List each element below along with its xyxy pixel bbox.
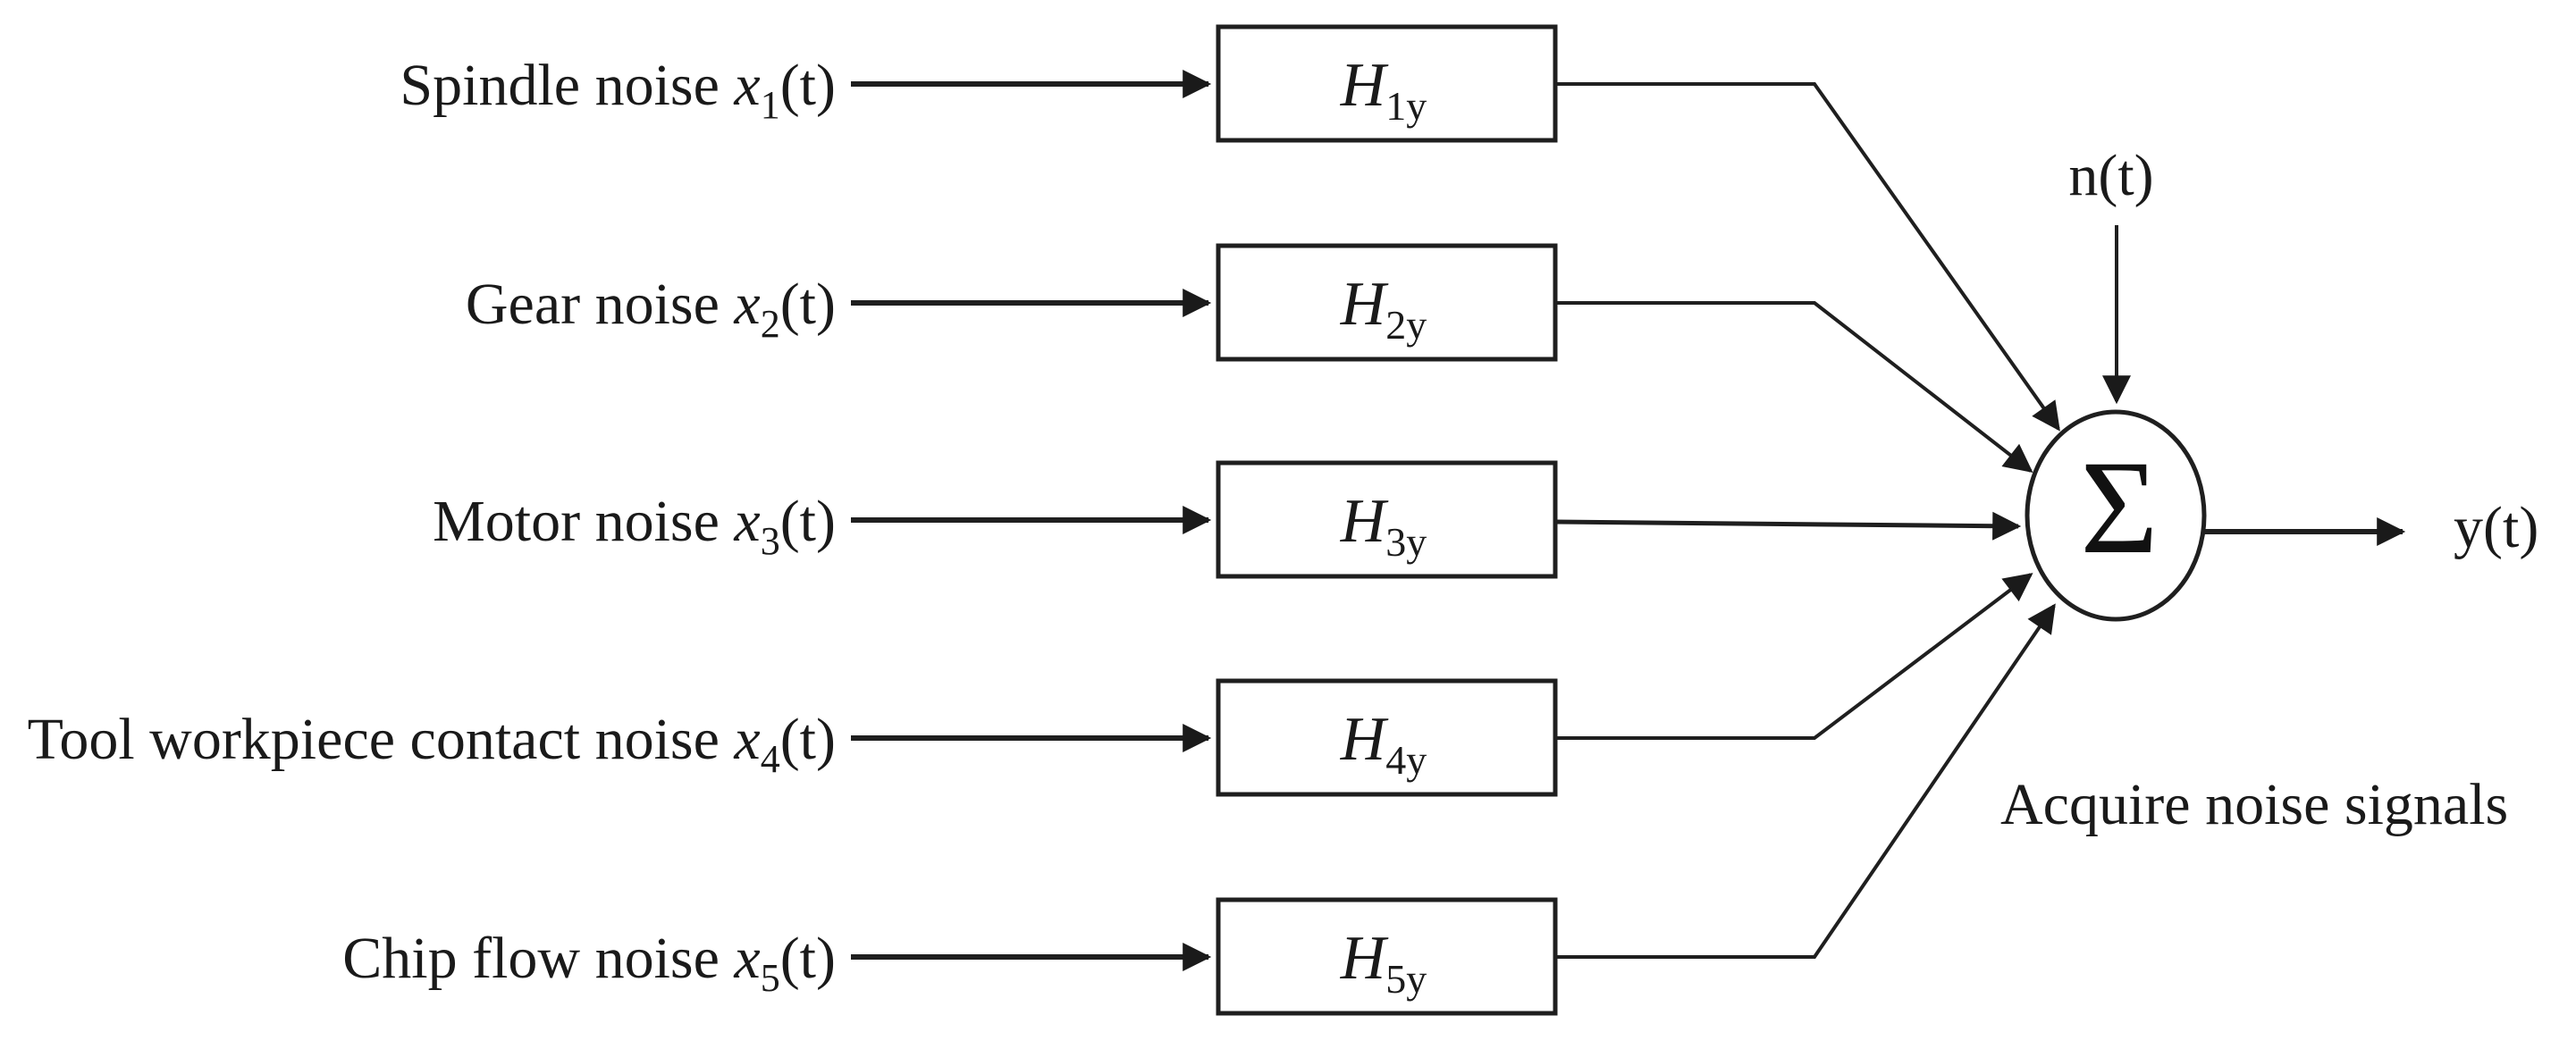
transfer-function-box: [1216, 897, 1558, 1016]
output-label: y(t): [2454, 495, 2538, 560]
signal-row-motor: Motor noise x3(t) H3y: [433, 460, 2022, 579]
transfer-function-label: H4y: [1340, 705, 1427, 783]
signal-row-gear: Gear noise x2(t) H2y: [466, 243, 2033, 473]
signal-row-chip-flow: Chip flow noise x5(t) H5y: [342, 603, 2056, 1016]
block-output-arrow: [1555, 573, 2033, 740]
block-output-arrow: [1555, 603, 2056, 959]
transfer-function-box: [1216, 460, 1558, 579]
transfer-function-label: H1y: [1340, 51, 1427, 129]
source-label: Tool workpiece contact noise x4(t): [28, 707, 836, 781]
external-noise-label: n(t): [2068, 143, 2153, 208]
transfer-function-label: H3y: [1340, 487, 1427, 565]
sum-node: [2025, 409, 2207, 622]
block-output-arrow: [1554, 511, 2022, 541]
transfer-function-label: H2y: [1340, 270, 1427, 348]
source-label: Chip flow noise x5(t): [342, 926, 836, 1000]
sum-symbol: Σ: [2080, 433, 2158, 582]
annotation-label: Acquire noise signals: [2000, 772, 2508, 837]
block-output-arrow: [1555, 82, 2060, 432]
signal-row-spindle: Spindle noise x1(t) H1y: [400, 24, 2060, 432]
transfer-function-box: [1216, 243, 1558, 362]
transfer-function-box: [1216, 678, 1558, 797]
block-output-arrow: [1555, 301, 2033, 473]
source-label: Spindle noise x1(t): [400, 53, 836, 127]
source-label: Gear noise x2(t): [466, 272, 836, 346]
transfer-function-label: H5y: [1340, 924, 1427, 1002]
signal-row-tool-contact: Tool workpiece contact noise x4(t) H4y: [28, 573, 2033, 797]
source-label: Motor noise x3(t): [433, 489, 836, 563]
